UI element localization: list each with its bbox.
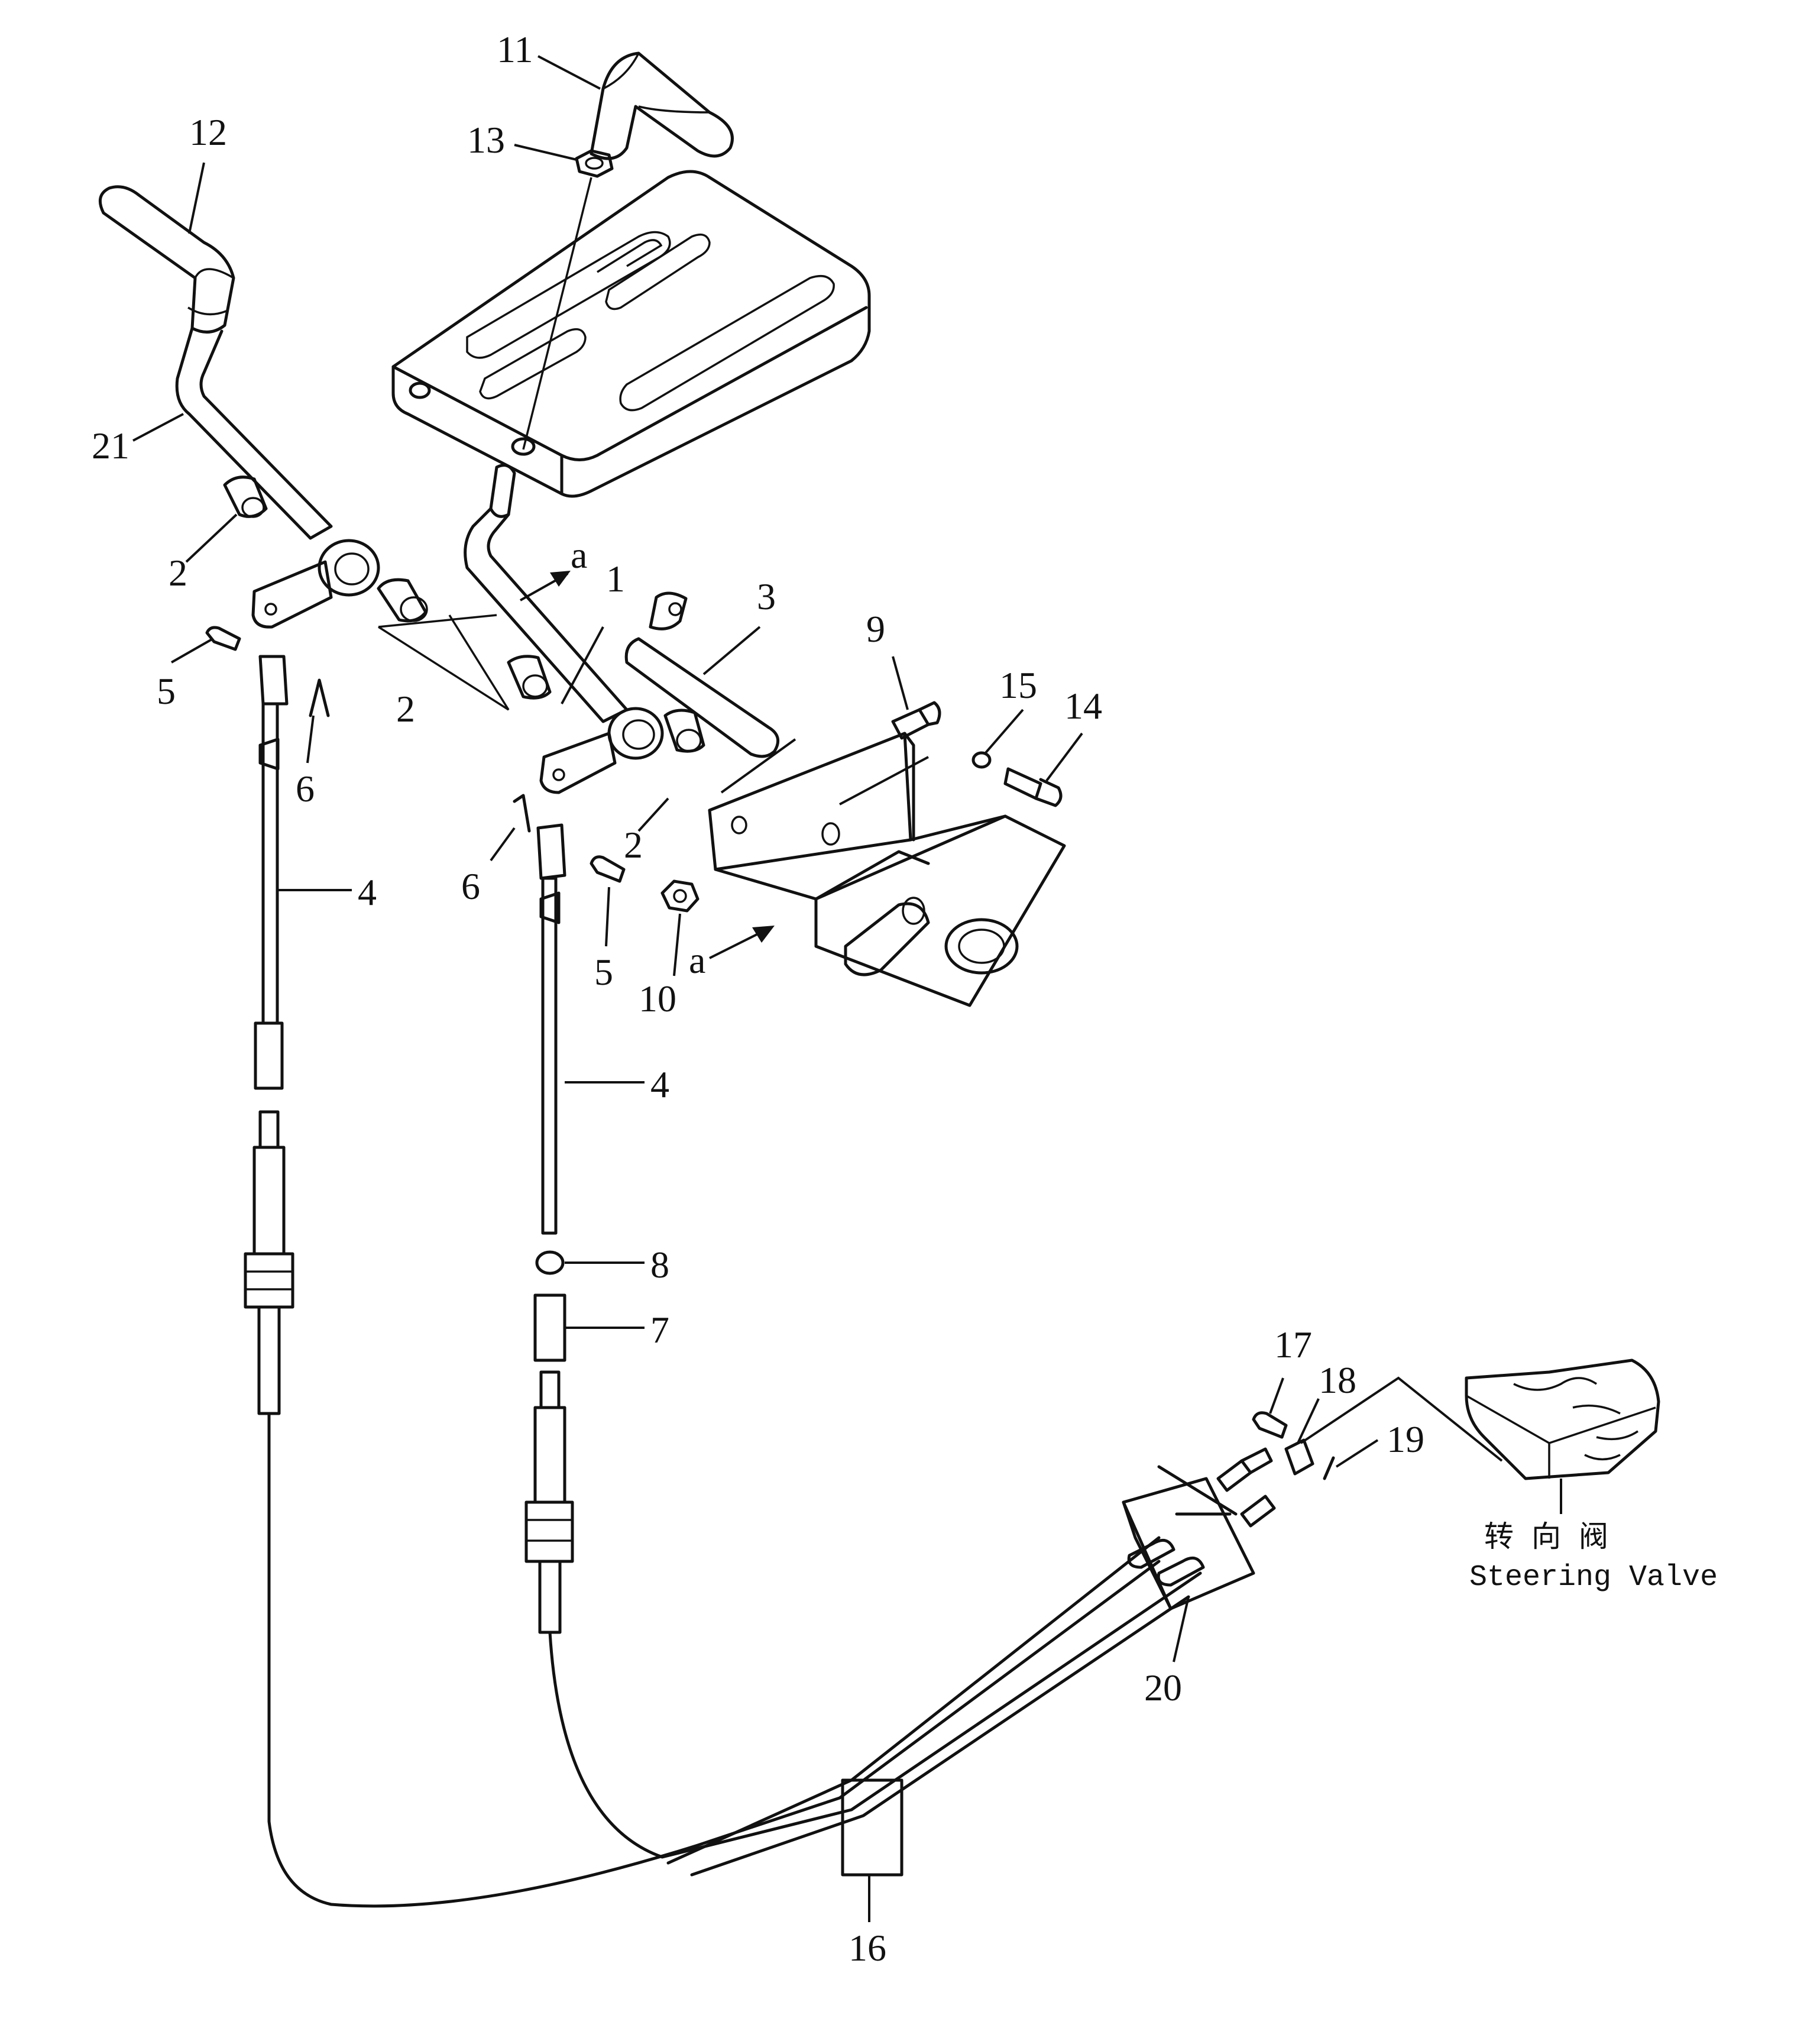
callout-8: 8	[650, 1244, 669, 1286]
cable-right	[548, 1571, 1202, 1859]
rod-4-left	[254, 702, 284, 1090]
knob-12	[98, 185, 235, 334]
cable-fittings	[1216, 1447, 1276, 1528]
shift-cover	[391, 170, 871, 498]
callout-2-top: 2	[169, 552, 187, 594]
callout-6-left: 6	[296, 768, 315, 810]
callout-11: 11	[497, 28, 533, 70]
callout-2-right: 2	[624, 824, 643, 866]
rod-4-right	[541, 876, 558, 1235]
direction-arrow-a-bottom	[709, 926, 775, 959]
lever-1	[464, 464, 664, 794]
direction-arrow-a-top	[520, 571, 571, 601]
pin-17	[1252, 1411, 1288, 1439]
leader-lines	[132, 55, 1379, 1922]
cable-end-left	[244, 1110, 294, 1415]
bracket-guide-line-1	[720, 738, 796, 794]
callout-5-left: 5	[157, 670, 176, 712]
callout-4-left: 4	[358, 871, 377, 913]
bushing-2-top	[223, 476, 268, 518]
callout-14: 14	[1064, 685, 1102, 727]
bracket-guide-line-2	[839, 756, 929, 806]
cotter-pin-6-left	[309, 678, 330, 717]
callout-15: 15	[999, 664, 1037, 706]
callout-4-right: 4	[650, 1063, 669, 1105]
bushing-group-bracket-2	[378, 614, 497, 628]
callout-12: 12	[189, 111, 227, 153]
pin-5-left	[205, 626, 241, 651]
valve-leader	[1300, 1376, 1503, 1462]
pin-5-right	[590, 855, 626, 883]
steering-valve-label-en: Steering Valve	[1469, 1561, 1718, 1594]
callout-19: 19	[1387, 1418, 1424, 1460]
axis-line-13	[522, 177, 592, 450]
nut-8	[535, 1250, 565, 1275]
steering-valve	[1465, 1358, 1660, 1480]
cable-left	[267, 1412, 1161, 1908]
nut-10	[660, 879, 699, 913]
callout-16: 16	[849, 1927, 886, 1969]
sleeve-7	[533, 1293, 566, 1362]
callout-6-right: 6	[461, 865, 480, 907]
cotter-pin-19	[1323, 1456, 1335, 1480]
callout-10: 10	[639, 978, 676, 1020]
callout-a-top: a	[571, 534, 587, 576]
callout-a-bottom: a	[689, 939, 705, 981]
bushing-group-bracket	[378, 614, 510, 711]
callout-21: 21	[92, 425, 129, 467]
lever-21	[175, 326, 380, 629]
clamp-16	[841, 1778, 903, 1877]
clevis-right	[536, 823, 566, 924]
steering-valve-label-cn: 转向阀	[1484, 1519, 1626, 1554]
cable-end-right	[524, 1370, 574, 1634]
nut-13	[575, 149, 614, 178]
callout-9: 9	[866, 608, 885, 650]
callout-17: 17	[1274, 1324, 1312, 1366]
cable-sheath	[666, 1536, 1190, 1877]
bolt-14	[1003, 767, 1063, 807]
callout-2-middle: 2	[396, 688, 415, 730]
knob-11	[590, 51, 734, 160]
callout-3: 3	[757, 575, 776, 617]
callout-labels: 11 13 12 21 2 5 6 4 2 a 1 3 9 15 14 2 6 …	[92, 28, 1424, 1969]
joint-18	[1284, 1438, 1314, 1476]
callout-13: 13	[467, 119, 505, 161]
cotter-pin-6-right	[513, 794, 531, 833]
bushing-2-middle	[377, 578, 428, 623]
callout-18: 18	[1319, 1359, 1356, 1401]
bushing-2-right	[663, 709, 705, 753]
lever-bracket	[708, 732, 1066, 1007]
bracket-20	[1122, 1465, 1255, 1610]
callout-20: 20	[1144, 1667, 1182, 1709]
callout-7: 7	[650, 1309, 669, 1351]
bolt-9	[891, 701, 941, 740]
bushing-2-lower	[507, 655, 552, 700]
callout-1: 1	[606, 558, 625, 600]
shaft-3	[624, 591, 780, 758]
callout-5-right: 5	[594, 951, 613, 993]
washer-15	[971, 751, 992, 769]
